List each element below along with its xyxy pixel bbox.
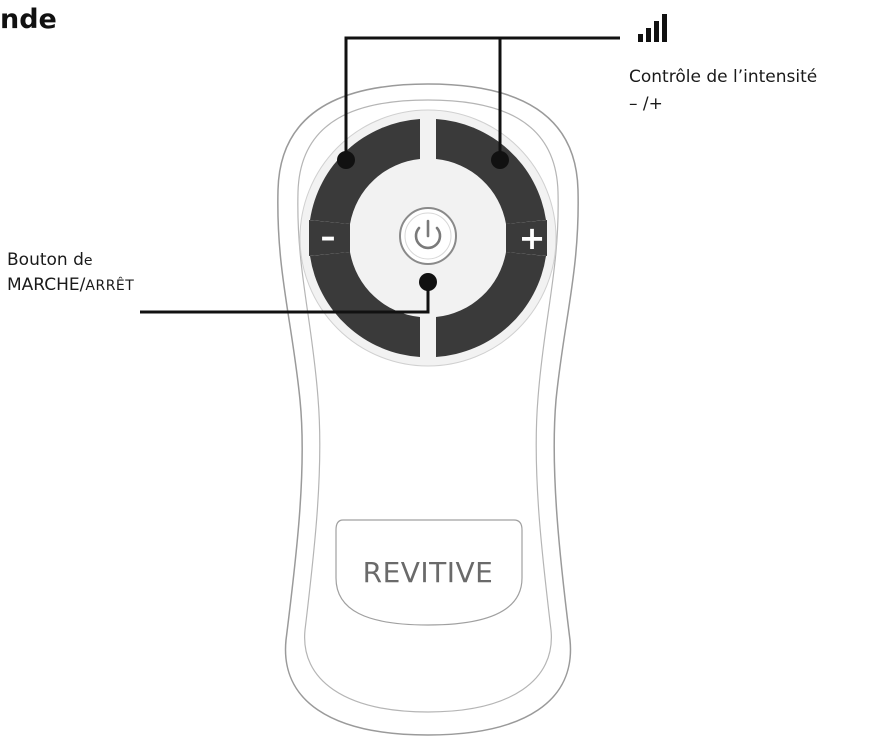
plus-button[interactable] <box>506 220 547 256</box>
intensity-minus-segment-top[interactable] <box>310 119 420 224</box>
intensity-range-label: – /+ <box>629 94 663 114</box>
intensity-minus-segment-bottom[interactable] <box>310 252 420 357</box>
power-label-line1-suffix: e <box>83 253 93 269</box>
page-title: nde <box>0 4 57 35</box>
intensity-callout <box>337 36 620 169</box>
power-callout <box>140 273 437 314</box>
power-label-line2-suffix: ARRÊT <box>85 278 135 294</box>
brand-panel <box>335 519 523 626</box>
plus-label: + <box>519 219 546 257</box>
power-label-line1: Bouton d <box>7 250 84 270</box>
signal-strength-icon <box>638 14 667 42</box>
minus-button[interactable] <box>309 220 350 256</box>
minus-label: – <box>321 220 336 255</box>
power-icon <box>414 219 442 250</box>
intensity-control-label: Contrôle de l’intensité <box>629 67 818 87</box>
power-label-line2: MARCHE/ <box>7 275 86 295</box>
power-button-label: Bouton de MARCHE/ARRÊT <box>7 248 134 298</box>
intensity-plus-segment-top[interactable] <box>436 119 546 224</box>
intensity-plus-segment-bottom[interactable] <box>436 252 546 357</box>
brand-name: REVITIVE <box>363 556 494 589</box>
power-button[interactable] <box>399 207 457 265</box>
